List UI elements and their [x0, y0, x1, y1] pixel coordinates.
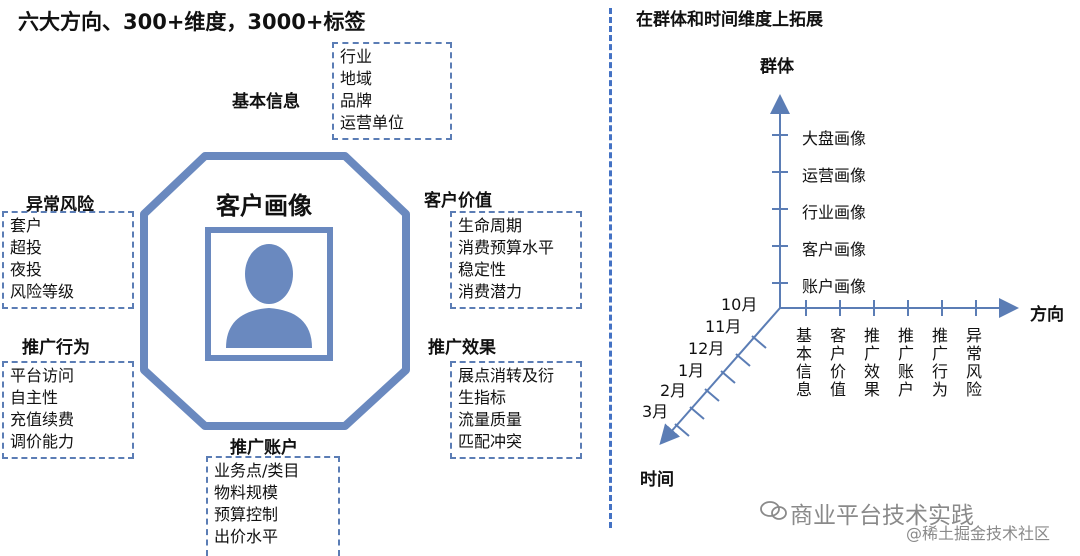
group-head-account: 推广账户	[230, 438, 298, 458]
group-item: 预算控制	[214, 505, 279, 524]
group-item: 匹配冲突	[458, 432, 523, 451]
y-item: 大盘画像	[802, 129, 867, 148]
y-item: 行业画像	[802, 203, 867, 222]
group-box-effect: 展点消转及衍 生指标 流量质量 匹配冲突	[450, 361, 582, 459]
group-item: 运营单位	[340, 113, 405, 132]
group-head-effect: 推广效果	[428, 338, 496, 358]
group-box-behavior: 平台访问 自主性 充值续费 调价能力	[2, 361, 134, 459]
y-item: 账户画像	[802, 277, 867, 296]
group-head-behavior: 推广行为	[22, 338, 90, 358]
group-item: 物料规模	[214, 483, 279, 502]
t-item: 11月	[705, 317, 742, 336]
x-item: 异常风险	[965, 326, 982, 399]
person-avatar-icon	[226, 244, 312, 348]
panel-divider	[609, 8, 612, 528]
axis-label-group: 群体	[760, 57, 794, 77]
x-item: 推广账户	[897, 326, 914, 399]
group-item: 业务点/类目	[214, 461, 300, 480]
x-item: 推广效果	[863, 326, 880, 399]
group-item: 展点消转及衍	[458, 366, 555, 385]
axis-label-direction: 方向	[1030, 305, 1064, 325]
t-item: 12月	[688, 339, 725, 358]
t-axis-line	[659, 307, 781, 446]
group-item: 品牌	[340, 91, 373, 110]
axis-label-time: 时间	[640, 470, 674, 490]
right-title: 在群体和时间维度上拓展	[636, 10, 823, 30]
customer-profile-hexagon	[140, 152, 410, 430]
group-item: 地域	[340, 69, 373, 88]
group-box-basic: 行业 地域 品牌 运营单位	[332, 42, 452, 140]
wechat-icon	[760, 501, 787, 520]
y-item: 运营画像	[802, 166, 867, 185]
watermark-community: @稀土掘金技术社区	[906, 524, 1051, 543]
group-head-value: 客户价值	[424, 191, 492, 211]
x-item: 客户价值	[829, 326, 846, 399]
t-item: 3月	[642, 402, 669, 421]
t-item: 10月	[721, 295, 758, 314]
group-item: 风险等级	[10, 282, 75, 301]
group-item: 平台访问	[10, 366, 75, 385]
group-item: 生命周期	[458, 216, 523, 235]
group-item: 夜投	[10, 260, 43, 279]
group-item: 套户	[10, 216, 43, 235]
group-item: 调价能力	[10, 432, 75, 451]
group-item: 稳定性	[458, 260, 507, 279]
group-item: 流量质量	[458, 410, 523, 429]
x-item: 推广行为	[931, 326, 948, 399]
group-head-risk: 异常风险	[26, 195, 94, 215]
center-label: 客户画像	[216, 192, 312, 220]
group-item: 消费潜力	[458, 282, 523, 301]
watermark-brand: 商业平台技术实践	[790, 503, 974, 529]
group-head-basic: 基本信息	[232, 92, 300, 112]
group-item: 消费预算水平	[458, 238, 555, 257]
t-item: 2月	[660, 381, 687, 400]
group-box-account: 业务点/类目 物料规模 预算控制 出价水平	[206, 456, 340, 556]
group-item: 行业	[340, 47, 373, 66]
group-item: 超投	[10, 238, 43, 257]
group-box-value: 生命周期 消费预算水平 稳定性 消费潜力	[450, 211, 582, 309]
group-item: 出价水平	[214, 527, 279, 546]
group-item: 生指标	[458, 388, 507, 407]
t-item: 1月	[678, 361, 705, 380]
left-title: 六大方向、300+维度，3000+标签	[18, 10, 366, 34]
y-item: 客户画像	[802, 240, 867, 259]
x-item: 基本信息	[795, 326, 812, 399]
group-item: 自主性	[10, 388, 59, 407]
group-box-risk: 套户 超投 夜投 风险等级	[2, 211, 134, 309]
group-item: 充值续费	[10, 410, 75, 429]
dimension-axes	[659, 94, 1019, 446]
